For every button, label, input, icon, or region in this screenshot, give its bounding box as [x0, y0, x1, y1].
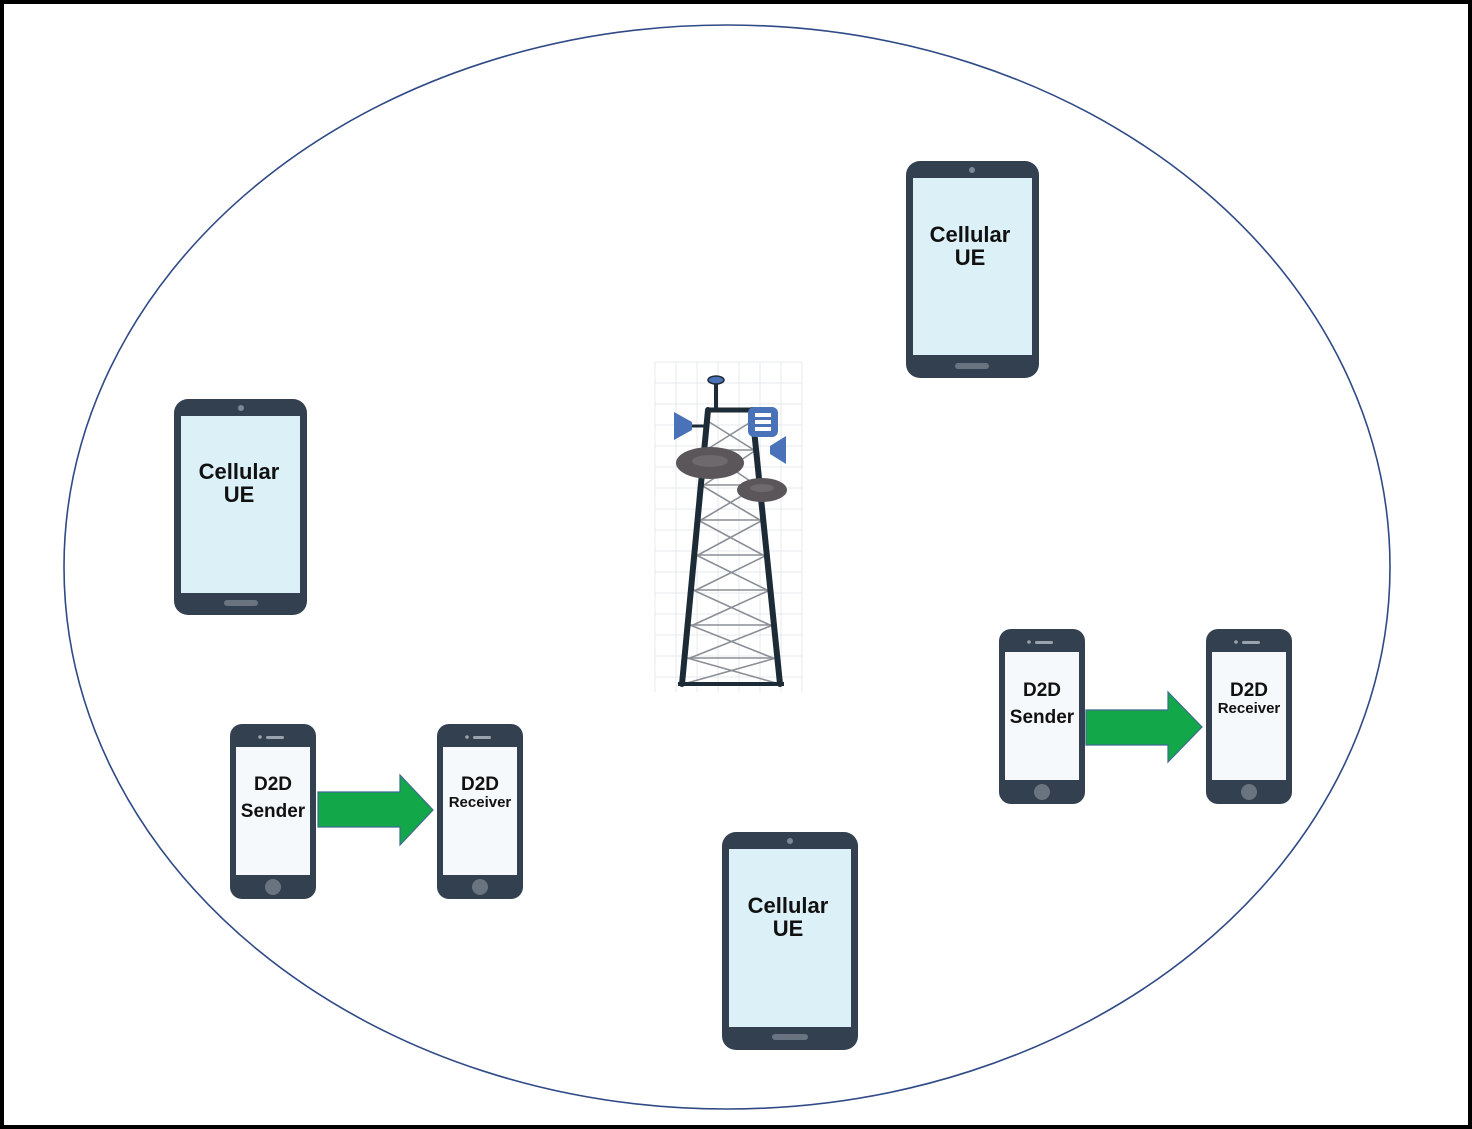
cellular-ue-label-line1: Cellular [930, 222, 1011, 247]
d2d-link-arrow [317, 773, 434, 847]
d2d-receiver-label-line2: Receiver [449, 794, 512, 811]
d2d-link-arrow [1085, 690, 1203, 764]
cellular-ue-label-line2: UE [773, 916, 804, 941]
cellular-ue-label-line1: Cellular [748, 893, 829, 918]
cellular-ue-label-line2: UE [224, 482, 255, 507]
d2d-sender-label-line1: D2D [1023, 680, 1061, 701]
d2d-sender-label-line2: Sender [241, 801, 306, 822]
cellular-ue-label-line2: UE [955, 245, 986, 270]
d2d-receiver-label-line1: D2D [461, 774, 499, 795]
d2d-receiver-phone: D2D Receiver [1206, 629, 1292, 804]
d2d-receiver-label-line1: D2D [1230, 680, 1268, 701]
cellular-ue-device: Cellular UE [906, 161, 1039, 378]
d2d-sender-label-line2: Sender [1010, 707, 1075, 728]
cell-coverage-ellipse [63, 24, 1391, 1110]
d2d-sender-phone: D2D Sender [230, 724, 316, 899]
d2d-receiver-phone: D2D Receiver [437, 724, 523, 899]
cellular-ue-device: Cellular UE [174, 399, 307, 615]
d2d-receiver-label-line2: Receiver [1218, 700, 1281, 717]
base-station-tower-icon [654, 361, 803, 692]
d2d-sender-phone: D2D Sender [999, 629, 1085, 804]
d2d-sender-label-line1: D2D [254, 774, 292, 795]
cellular-ue-device: Cellular UE [722, 832, 858, 1050]
cellular-ue-label-line1: Cellular [199, 459, 280, 484]
